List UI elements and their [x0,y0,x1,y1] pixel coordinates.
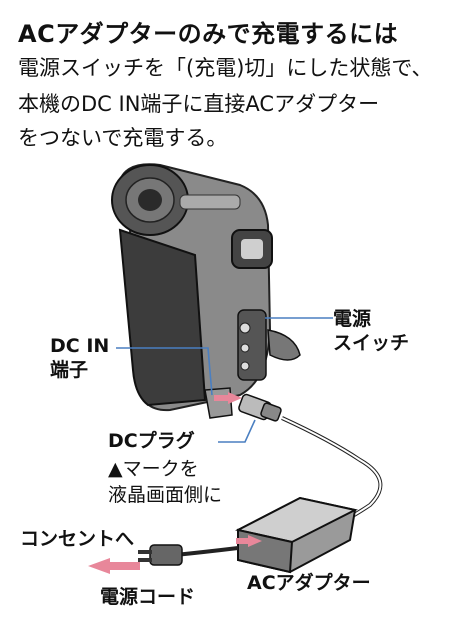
dc-in-label: DC IN 端子 [50,335,109,383]
power-cord [174,546,239,557]
power-plug [138,544,183,566]
mark-note-line2: 液晶画面側に [108,484,223,506]
camcorder [111,163,301,419]
ac-adapter [235,496,358,574]
instruction-line-2: 本機のDC IN端子に直接ACアダプター [18,92,380,116]
power-switch-label-line2: スイッチ [333,331,410,354]
dc-in-label-line1: DC IN [50,335,110,357]
dc-plug [238,393,282,422]
power-cord-label: 電源コード [100,586,196,608]
direction-arrows [88,392,262,574]
instruction-line-1: 電源スイッチを「(充電)切」にした状態で、 [18,56,433,80]
power-switch-label-line1: 電源 [333,308,372,330]
mark-note-line1: ▲マークを [108,458,199,480]
instruction-line-3: をつないで充電する。 [18,126,228,150]
to-outlet-label: コンセントへ [20,528,135,550]
dc-in-label-line2: 端子 [50,358,89,381]
page-heading: ACアダプターのみで充電するには [18,20,399,48]
dc-plug-label: DCプラグ [108,430,195,452]
power-switch-label: 電源 スイッチ [333,308,409,356]
leader-lines [116,317,333,443]
ac-adapter-label: ACアダプター [247,572,371,594]
